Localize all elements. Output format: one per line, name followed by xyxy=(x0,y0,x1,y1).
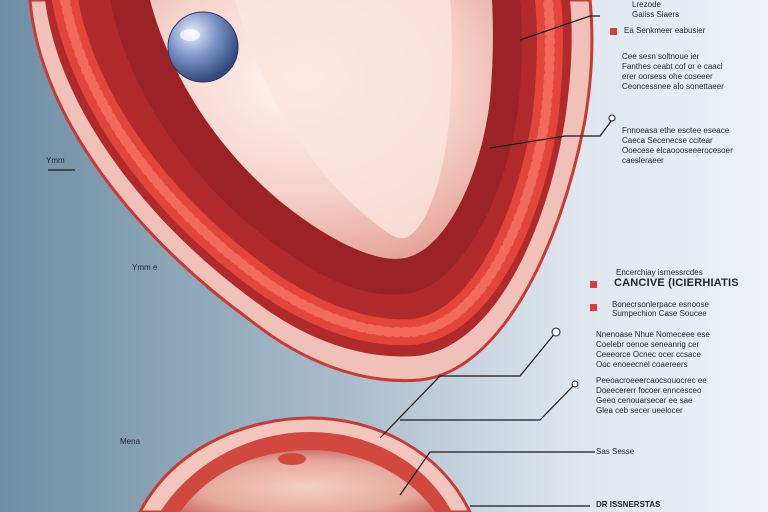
pointer-dot-2 xyxy=(551,327,561,337)
leader-line-3 xyxy=(379,331,557,439)
label-left-bottom: Mena xyxy=(120,437,141,446)
label-right-top-2: Gaiiss Siaers xyxy=(632,10,680,19)
lower-organ-mark xyxy=(278,453,306,465)
heading-label: CANCIVE (ICIERHIATIS xyxy=(614,277,739,289)
marker-square-1 xyxy=(610,28,617,35)
label-right-top-1: Lrezode xyxy=(632,0,661,9)
label-item-1: Ea Senkmeer eabusier xyxy=(624,26,706,35)
leader-lines xyxy=(48,15,613,507)
leader-line-5 xyxy=(399,451,595,496)
marker-square-2 xyxy=(590,281,597,288)
nodular-highlight xyxy=(60,0,555,338)
label-left-mid: Ymm e xyxy=(132,263,158,272)
label-item-2-line1: Bonecrsonlerpace esnoose xyxy=(612,300,709,309)
label-heading-top: Encerchiay isrnessrcdes xyxy=(616,268,703,277)
sphere-highlight xyxy=(180,29,200,41)
pointer-dot-3 xyxy=(571,380,579,388)
label-bottom-right: DR ISSNERSTAS xyxy=(596,500,661,509)
leader-line-1 xyxy=(519,15,600,41)
pointer-dot-1 xyxy=(608,114,616,122)
marker-square-3 xyxy=(590,304,597,311)
label-item-2-line2: Sumpechion Case Soucee xyxy=(612,309,707,318)
sphere-nodule xyxy=(167,11,239,83)
lumen-fold xyxy=(235,0,452,239)
lower-organ-interior xyxy=(180,450,435,512)
leader-line-4 xyxy=(400,383,576,421)
label-bottom-mid: Sas Sesse xyxy=(596,447,635,456)
leader-line-2 xyxy=(489,119,613,149)
label-left-top: Ymm xyxy=(46,156,65,165)
